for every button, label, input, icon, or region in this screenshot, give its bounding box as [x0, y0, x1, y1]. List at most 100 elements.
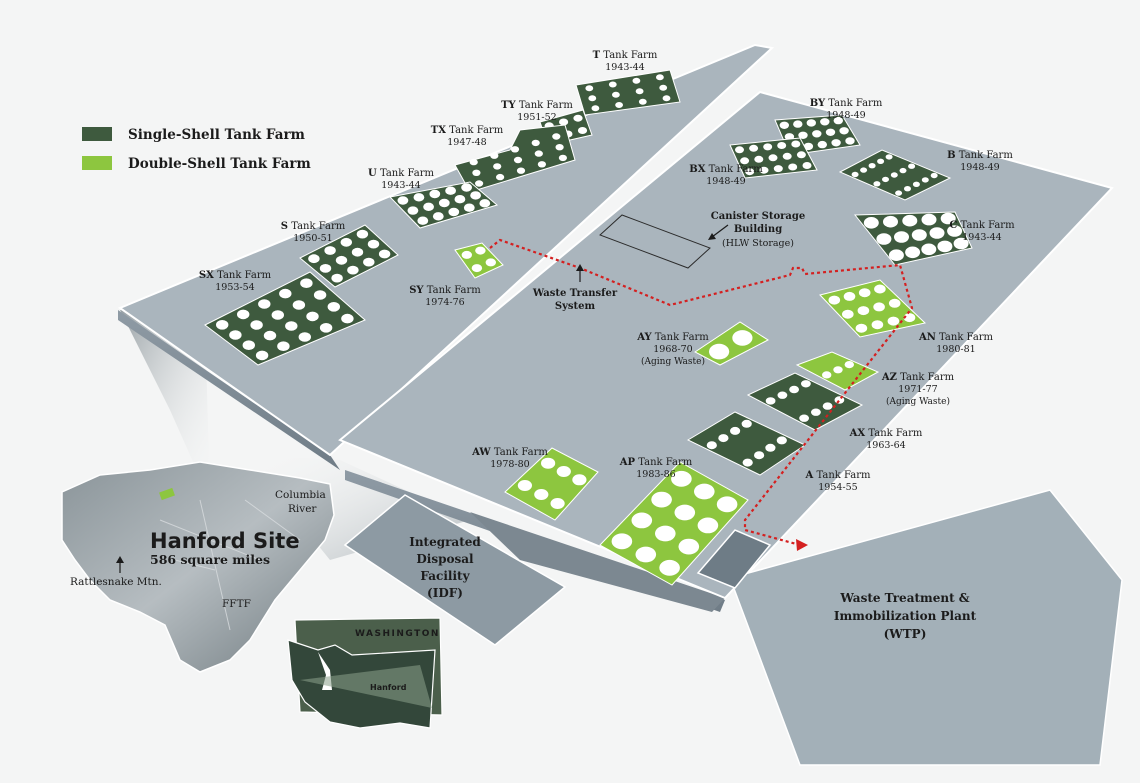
- tank-t: [615, 102, 623, 108]
- idf-label-line2: Disposal: [416, 552, 474, 566]
- tank-by: [812, 130, 822, 138]
- tank-c: [937, 240, 953, 253]
- farm-label-c: C Tank Farm: [949, 220, 1015, 231]
- tank-c: [953, 237, 969, 250]
- tank-s: [340, 237, 352, 247]
- tank-sx: [258, 299, 271, 309]
- farm-label-aw: AW Tank Farm: [471, 447, 548, 458]
- tank-bx: [763, 143, 773, 151]
- tank-ax: [765, 397, 776, 405]
- site-map-title: Hanford Site: [150, 529, 300, 553]
- tank-sx: [341, 313, 354, 324]
- tank-tx: [475, 180, 484, 187]
- tank-ap: [651, 491, 672, 508]
- farm-label-ax: AX Tank Farm: [849, 428, 923, 439]
- tank-bx: [777, 142, 787, 149]
- tank-by: [779, 121, 789, 129]
- site-map-mountain: Rattlesnake Mtn.: [70, 576, 162, 588]
- tank-az: [844, 361, 854, 369]
- tank-bx: [796, 151, 806, 159]
- tank-b: [868, 163, 876, 169]
- tank-u: [463, 203, 475, 212]
- farm-years-sy: 1974-76: [425, 297, 464, 308]
- tank-a: [730, 426, 741, 435]
- tank-tx: [537, 161, 547, 168]
- projection-beam-left: [120, 310, 210, 500]
- tank-bx: [791, 140, 801, 148]
- tank-sx: [313, 290, 327, 300]
- tank-ax: [801, 380, 811, 388]
- site-map-area: 586 square miles: [150, 552, 270, 567]
- farm-years-t: 1943-44: [605, 62, 644, 73]
- tank-an: [888, 298, 901, 308]
- wtp-label-line1: Waste Treatment &: [839, 591, 969, 605]
- tank-b: [885, 154, 893, 160]
- tank-sx: [255, 350, 269, 361]
- tank-ap: [611, 533, 633, 550]
- washington-state-map: WASHINGTON Hanford: [287, 617, 443, 729]
- tank-u: [413, 193, 425, 202]
- tank-t: [608, 81, 617, 88]
- tank-b: [904, 186, 911, 192]
- tank-tx: [516, 167, 526, 174]
- tank-t: [635, 88, 644, 95]
- farm-label-bx: BX Tank Farm: [689, 164, 763, 175]
- wtp-annex: [696, 529, 772, 589]
- tank-s: [324, 246, 336, 255]
- canister-label-line1: Canister Storage: [711, 211, 805, 222]
- legend-double-shell-label: Double-Shell Tank Farm: [128, 156, 311, 172]
- tank-by: [817, 140, 827, 149]
- farm-label-u: U Tank Farm: [368, 168, 434, 179]
- canister-arrowhead: [708, 233, 716, 240]
- farm-label-ty: TY Tank Farm: [501, 100, 573, 111]
- tank-s: [331, 273, 343, 283]
- tank-t: [659, 84, 668, 91]
- tank-tx: [510, 146, 520, 153]
- tank-aw: [556, 466, 571, 477]
- tank-u: [461, 183, 472, 192]
- tank-a: [765, 443, 776, 452]
- tank-sx: [327, 302, 340, 312]
- tank-aw: [550, 498, 565, 509]
- tank-u: [407, 206, 419, 215]
- tank-ap: [671, 470, 692, 487]
- tank-farms-layer: [204, 69, 973, 586]
- tank-c: [947, 225, 963, 237]
- tank-b: [912, 181, 920, 187]
- site-map-farm-marker: [159, 487, 175, 501]
- tank-an: [855, 323, 868, 333]
- tank-u: [479, 199, 491, 208]
- tank-ap: [678, 538, 700, 555]
- tank-u: [423, 202, 434, 211]
- farm-years-tx: 1947-48: [447, 137, 486, 148]
- farm-label-s: S Tank Farm: [281, 221, 346, 232]
- farm-years-by: 1948-49: [826, 110, 865, 121]
- tank-b: [873, 181, 881, 187]
- tank-ap: [635, 546, 657, 563]
- farm-label-an: AN Tank Farm: [918, 332, 994, 343]
- wtp-label-line3: (WTP): [884, 627, 927, 641]
- tank-t: [656, 74, 664, 81]
- tank-b: [899, 167, 907, 174]
- tank-az: [822, 371, 832, 379]
- tank-sx: [298, 332, 311, 342]
- farm-years-ay: 1968-70: [653, 344, 692, 355]
- tank-ax: [777, 391, 788, 399]
- farm-label-b: B Tank Farm: [947, 150, 1013, 161]
- farm-label-sy: SY Tank Farm: [409, 285, 481, 296]
- tank-bx: [754, 155, 764, 163]
- legend-double-shell-swatch: [82, 156, 112, 170]
- tank-bx: [782, 152, 792, 160]
- canister-label-line2: Building: [734, 224, 782, 235]
- tank-ax: [822, 402, 833, 410]
- tank-tx: [558, 154, 568, 162]
- tank-an: [828, 295, 841, 305]
- tank-aw: [534, 489, 549, 500]
- tank-u: [448, 207, 460, 217]
- waste-transfer-label-line1: Waste Transfer: [532, 288, 618, 299]
- tank-sy: [475, 246, 486, 255]
- tank-b: [882, 176, 889, 183]
- farm-label-tx: TX Tank Farm: [431, 125, 504, 136]
- farm-label-a: A Tank Farm: [805, 470, 871, 481]
